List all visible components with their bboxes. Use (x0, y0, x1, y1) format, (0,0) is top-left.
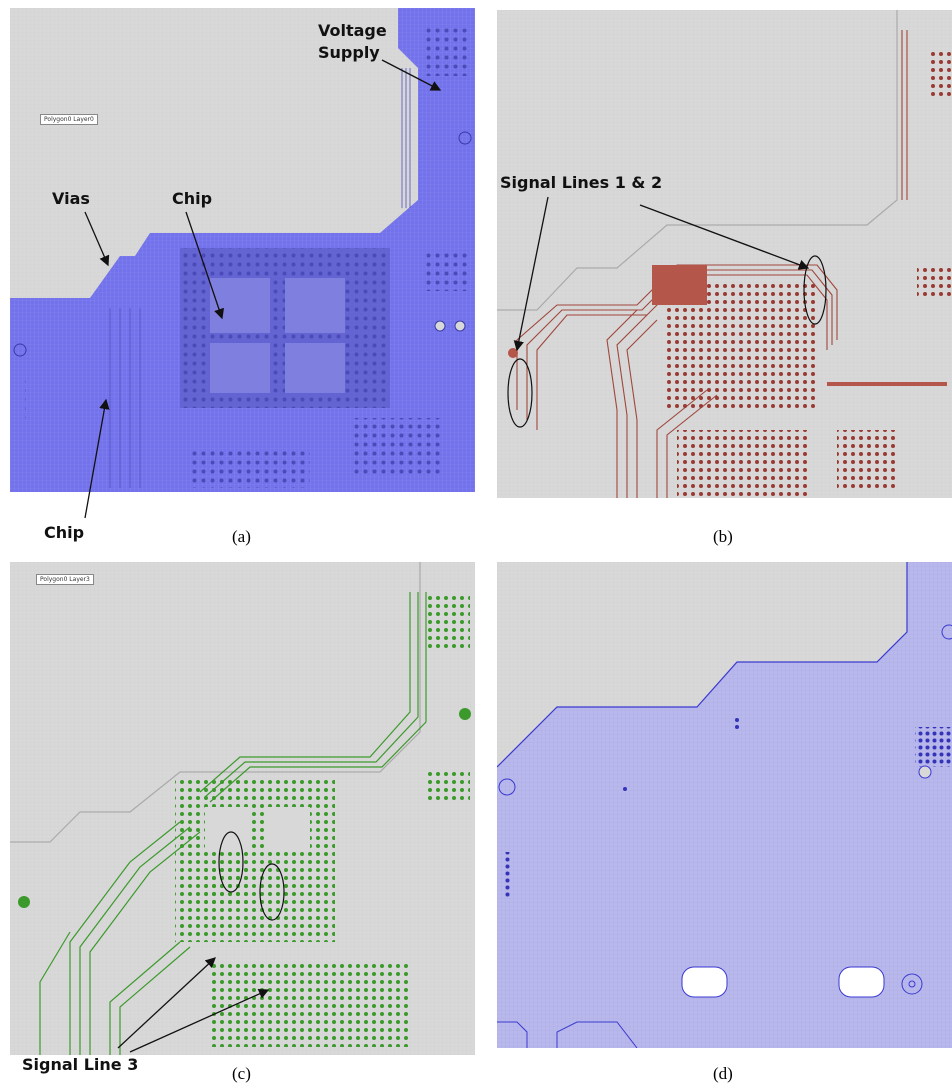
caption-c: (c) (232, 1064, 251, 1083)
label-signal-lines-1-2: Signal Lines 1 & 2 (500, 173, 663, 192)
label-voltage-line2: Supply (318, 43, 380, 62)
label-chip-upper: Chip (172, 189, 213, 208)
label-voltage-supply: Voltage Supply (318, 20, 387, 64)
panel-b (497, 10, 952, 498)
caption-a: (a) (232, 527, 251, 546)
layer-tag-a: Polygon0 Layer0 (40, 114, 98, 125)
caption-b: (b) (713, 527, 733, 546)
panel-a-layout (10, 8, 475, 492)
panel-c-layout (10, 562, 475, 1055)
panel-b-layout (497, 10, 952, 498)
caption-d: (d) (713, 1064, 733, 1083)
label-chip-lower: Chip (44, 523, 85, 542)
panel-d-layout (497, 562, 952, 1048)
panel-c: Polygon0 Layer3 (10, 562, 475, 1055)
label-voltage-line1: Voltage (318, 21, 387, 40)
panel-a: Polygon0 Layer0 (10, 8, 475, 492)
label-vias: Vias (52, 189, 90, 208)
panel-d (497, 562, 952, 1048)
chip-c (175, 777, 335, 942)
layer-tag-c: Polygon0 Layer3 (36, 574, 94, 585)
label-signal-line-3: Signal Line 3 (22, 1055, 139, 1074)
